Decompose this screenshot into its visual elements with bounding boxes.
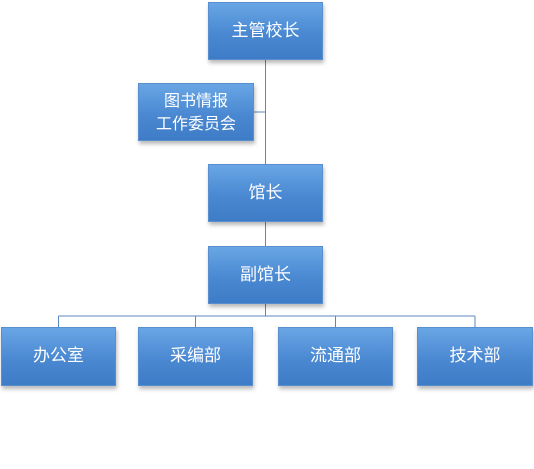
- node-deputy: 副馆长: [208, 246, 323, 304]
- node-acquisition-label: 采编部: [170, 346, 221, 367]
- node-acquisition: 采编部: [138, 327, 253, 386]
- node-director-label: 馆长: [248, 182, 283, 203]
- node-principal: 主管校长: [208, 2, 323, 60]
- node-committee-label-line1: 图书情报: [163, 90, 228, 110]
- node-deputy-label: 副馆长: [240, 264, 291, 285]
- node-circulation-label: 流通部: [310, 346, 361, 367]
- node-office: 办公室: [1, 327, 116, 386]
- node-director: 馆长: [208, 164, 323, 222]
- node-committee: 图书情报 工作委员会: [138, 83, 254, 141]
- node-circulation: 流通部: [278, 327, 393, 386]
- node-technology: 技术部: [417, 327, 533, 386]
- node-principal-label: 主管校长: [231, 20, 300, 41]
- node-committee-label-line2: 工作委员会: [155, 114, 236, 133]
- node-technology-label: 技术部: [449, 346, 501, 367]
- node-office-label: 办公室: [33, 346, 84, 367]
